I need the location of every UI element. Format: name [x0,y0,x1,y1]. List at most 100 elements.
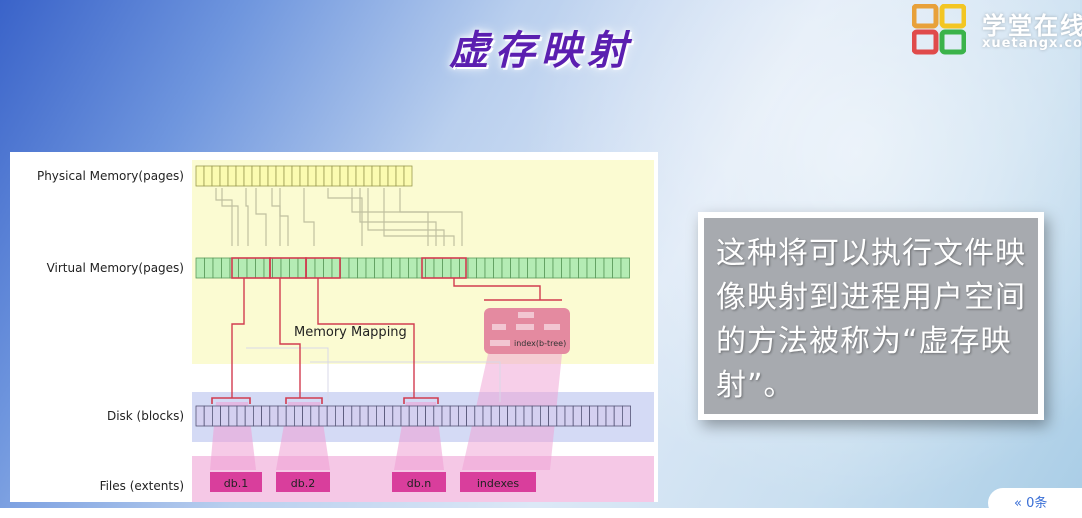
disk-block-cell [457,405,467,427]
disk-highlights [211,397,439,404]
disk-block-cell [285,405,295,427]
disk-block-cell [572,405,582,427]
label-virtual-memory: Virtual Memory(pages) [47,261,184,275]
disk-block-cell [318,405,328,427]
disk-block-cell [203,405,213,427]
virtual-page-cell [357,257,367,279]
disk-block-cell [589,405,599,427]
virtual-page-cell [238,257,248,279]
physical-page-cell [315,165,325,187]
file-db1-label: db.1 [224,477,248,490]
comments-pill[interactable]: « 0条 [988,488,1082,518]
physical-page-cell [227,165,237,187]
disk-block-cell [302,405,312,427]
file-dbn: db.n [392,472,446,492]
virtual-page-cell [289,257,299,279]
physical-page-cell [371,165,381,187]
virtual-page-cell [527,257,537,279]
disk-block-cell [523,405,533,427]
disk-block-cell [605,405,615,427]
virtual-page-cell [212,257,222,279]
virtual-page-cell [476,257,486,279]
disk-block-cell [195,405,205,427]
disk-block-cell [515,405,525,427]
explanation-box-inner: 这种将可以执行文件映像映射到进程用户空间的方法被称为“虚存映射”。 [704,218,1038,414]
logo-text-en: xuetangx.com [982,36,1082,51]
virtual-page-cell [374,257,384,279]
disk-block-cell [269,405,279,427]
logo-text-cn: 学堂在线 [982,12,1082,40]
file-db1: db.1 [210,472,262,492]
disk-block-cell [211,405,221,427]
label-files-extents: Files (extents) [100,479,184,493]
virtual-page-cell [391,257,401,279]
disk-block-cell [466,405,476,427]
disk-block-cell [622,405,632,427]
disk-block-cell [449,405,459,427]
disk-blocks-row [195,405,632,427]
physical-page-cell [339,165,349,187]
physical-page-cell [395,165,405,187]
virtual-page-cell [306,257,316,279]
disk-block-cell [359,405,369,427]
disk-block-cell [343,405,353,427]
virtual-page-cell [433,257,443,279]
slide-title: 虚存映射 [449,28,633,74]
disk-block-cell [326,405,336,427]
virtual-page-cell [561,257,571,279]
physical-page-cell [275,165,285,187]
file-db2: db.2 [276,472,330,492]
virtual-page-cell [348,257,358,279]
disk-block-cell [564,405,574,427]
virtual-page-cell [221,257,231,279]
disk-block-cell [400,405,410,427]
physical-page-cell [267,165,277,187]
virtual-page-cell [620,257,630,279]
file-dbn-label: db.n [407,477,431,490]
physical-page-cell [243,165,253,187]
virtual-page-cell [544,257,554,279]
physical-virtual-links [215,188,463,246]
xuetangx-logo[interactable]: 学堂在线 xuetangx.com [912,4,1082,56]
disk-block-cell [252,405,262,427]
physical-page-cell [259,165,269,187]
disk-block-cell [597,405,607,427]
virtual-page-cell [501,257,511,279]
disk-block-cell [441,405,451,427]
disk-block-cell [556,405,566,427]
logo-grid-icon [912,4,966,55]
physical-page-cell [299,165,309,187]
virtual-page-cell [280,257,290,279]
virtual-page-cell [552,257,562,279]
virtual-page-cell [603,257,613,279]
disk-block-cell [548,405,558,427]
physical-page-cell [283,165,293,187]
disk-block-cell [425,405,435,427]
virtual-page-cell [399,257,409,279]
physical-page-cell [219,165,229,187]
disk-block-cell [384,405,394,427]
disk-block-cell [261,405,271,427]
virtual-page-cell [204,257,214,279]
disk-block-cell [367,405,377,427]
physical-pages-row [195,165,413,187]
disk-block-cell [581,405,591,427]
virtual-page-cell [246,257,256,279]
virtual-page-cell [578,257,588,279]
disk-block-cell [351,405,361,427]
explanation-text: 这种将可以执行文件映像映射到进程用户空间的方法被称为“虚存映射”。 [716,236,1026,403]
physical-page-cell [235,165,245,187]
disk-block-cell [416,405,426,427]
explanation-box: 这种将可以执行文件映像映射到进程用户空间的方法被称为“虚存映射”。 [698,212,1044,420]
virtual-pages-row [195,257,630,279]
physical-page-cell [203,165,213,187]
faint-link-2 [310,361,501,402]
virtual-page-cell [595,257,605,279]
physical-page-cell [291,165,301,187]
disk-block-cell [408,405,418,427]
disk-block-cell [392,405,402,427]
disk-block-cell [507,405,517,427]
virtual-page-cell [408,257,418,279]
disk-block-cell [293,405,303,427]
disk-block-cell [482,405,492,427]
